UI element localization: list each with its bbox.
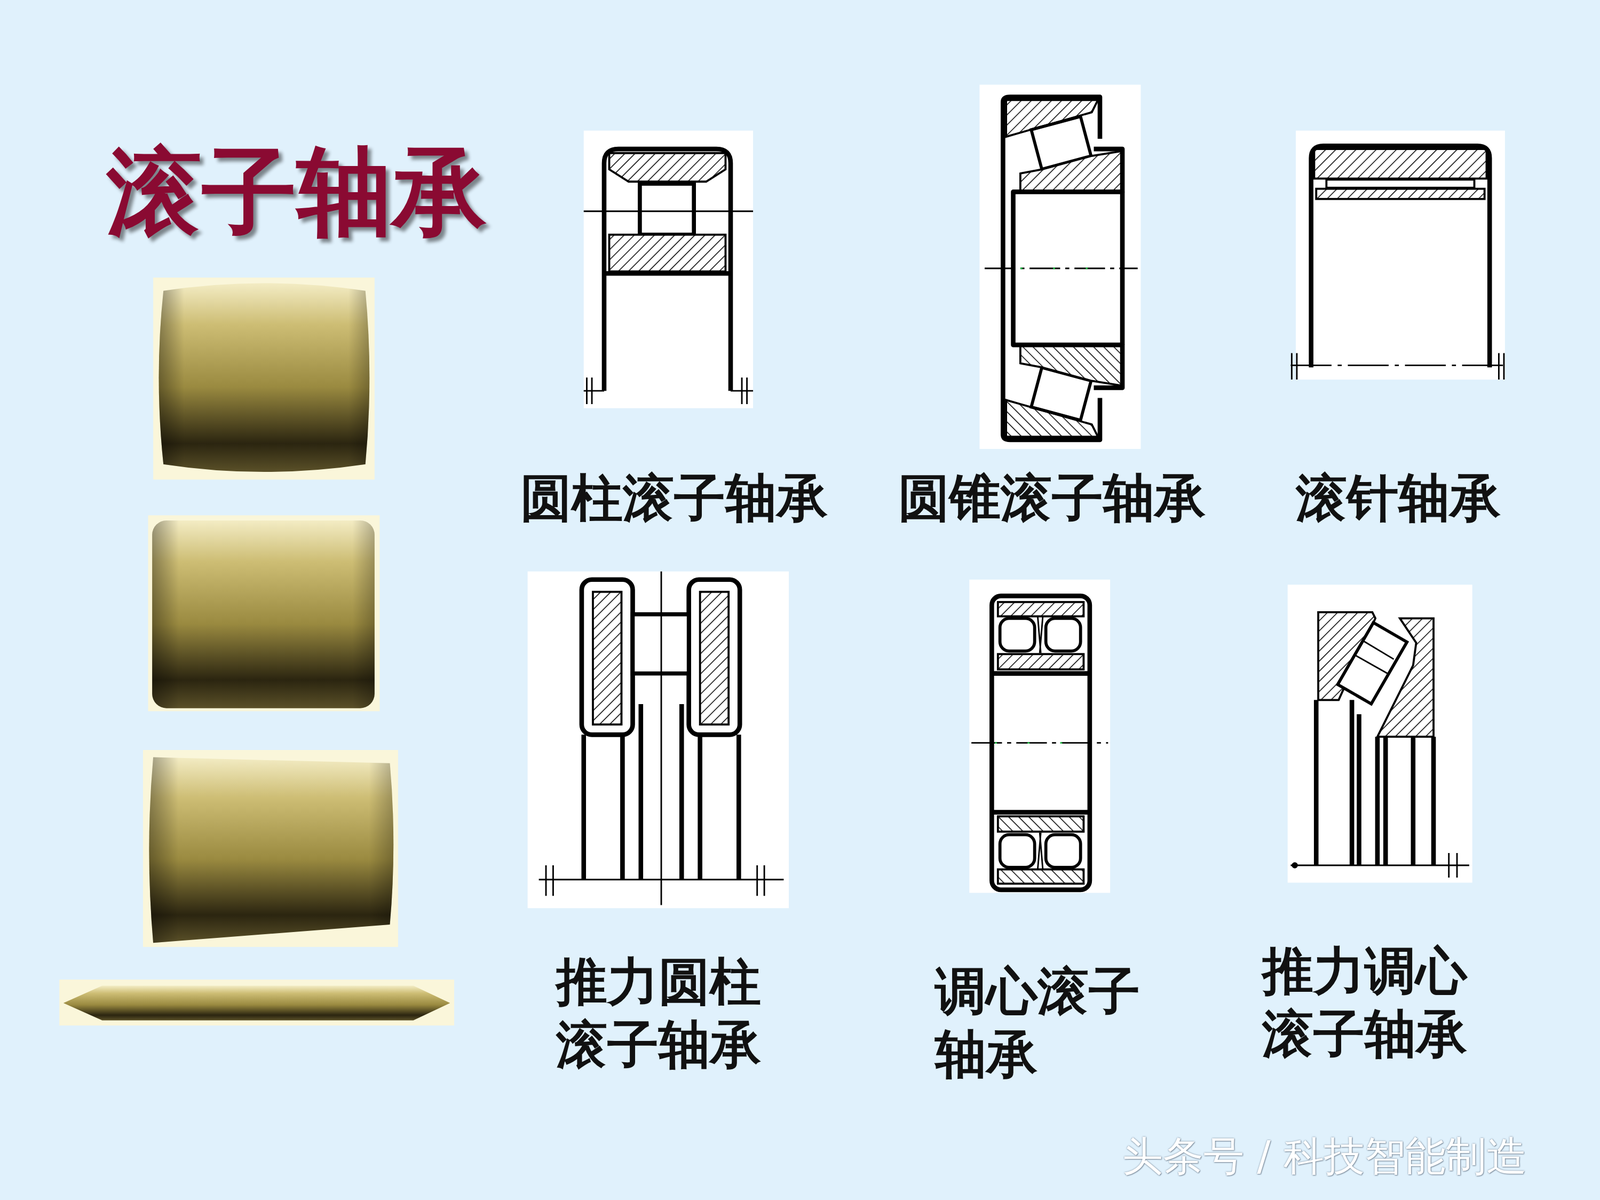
spherical-roller-drawing	[994, 741, 1087, 744]
spherical-roller-drawing	[997, 653, 1084, 670]
bearing-caption: 圆锥滚子轴承	[898, 468, 1206, 528]
tapered-bearing-drawing	[979, 84, 1141, 449]
thrust-cylindrical-drawing	[539, 865, 784, 896]
tapered-bearing-drawing	[1020, 267, 1118, 269]
bearing-caption: 推力调心 滚子轴承	[1262, 939, 1489, 1066]
cylindrical-bearing-drawing	[639, 183, 694, 235]
cylindrical-bearing-drawing	[583, 130, 754, 409]
thrust-cylindrical-drawing	[527, 571, 789, 908]
cylindrical-roller	[152, 520, 375, 709]
thrust-cylindrical-drawing	[527, 571, 789, 908]
barrel-roller	[153, 277, 375, 480]
thrust-cylindrical-drawing	[700, 591, 730, 725]
bearing-caption: 圆柱滚子轴承	[520, 468, 828, 528]
thrust-spherical-drawing	[1316, 699, 1434, 866]
tapered-bearing-drawing	[1002, 97, 1100, 269]
thrust-cylindrical-drawing	[592, 591, 622, 725]
needle-bearing-drawing	[1311, 145, 1491, 368]
cylindrical-roller	[148, 515, 380, 711]
needle-bearing-drawing	[1326, 179, 1475, 188]
thrust-cylindrical-drawing	[581, 579, 633, 735]
needle-bearing-drawing	[1316, 188, 1485, 200]
tapered-bearing-drawing	[1002, 268, 1123, 440]
spherical-roller-drawing	[969, 579, 1111, 893]
cylindrical-roller	[148, 515, 380, 711]
tapered-bearing-drawing	[984, 267, 1138, 269]
needle-roller	[59, 979, 455, 1026]
watermark: 头条号 / 科技智能制造	[1122, 1132, 1527, 1179]
thrust-spherical-drawing	[1290, 852, 1470, 878]
barrel-roller	[159, 282, 370, 472]
spherical-roller-drawing	[991, 602, 1090, 674]
spherical-roller-drawing	[1037, 616, 1043, 654]
thrust-spherical-drawing	[1355, 640, 1394, 673]
tapered-bearing-drawing	[1002, 97, 1123, 269]
cylindrical-bearing-drawing	[609, 234, 726, 272]
tapered-bearing-drawing	[1120, 191, 1126, 268]
thrust-spherical-drawing	[1287, 584, 1473, 883]
cylindrical-bearing-drawing	[604, 271, 731, 276]
needle-bearing-drawing	[1295, 130, 1506, 380]
barrel-roller	[153, 277, 375, 480]
cylindrical-bearing-drawing	[604, 148, 731, 391]
spherical-roller-drawing	[969, 579, 1111, 893]
needle-bearing-drawing	[1313, 148, 1487, 179]
needle-roller	[63, 985, 450, 1021]
cylindrical-bearing-drawing	[583, 130, 754, 409]
needle-bearing-drawing	[1290, 130, 1508, 380]
spherical-roller-drawing	[991, 670, 1090, 676]
thrust-spherical-drawing	[1337, 622, 1407, 704]
slide-title: 滚子轴承	[106, 137, 487, 248]
thrust-cylindrical-drawing	[660, 571, 663, 905]
thrust-spherical-drawing	[1377, 618, 1434, 737]
cylindrical-bearing-drawing	[583, 377, 754, 405]
tapered-bearing-drawing	[979, 84, 1141, 449]
needle-roller	[59, 979, 455, 1026]
needle-bearing-drawing	[1291, 352, 1504, 380]
spherical-roller-drawing	[997, 602, 1084, 617]
tapered-roller	[148, 756, 394, 943]
tapered-bearing-drawing	[1020, 151, 1123, 192]
spherical-roller-drawing	[991, 812, 1090, 884]
bearing-caption: 滚针轴承	[1295, 468, 1501, 528]
tapered-roller	[143, 749, 399, 947]
bearing-caption: 调心滚子 轴承	[935, 959, 1162, 1086]
thrust-cylindrical-drawing	[688, 579, 741, 735]
spherical-roller-drawing	[1000, 618, 1035, 651]
cylindrical-bearing-drawing	[609, 153, 726, 182]
tapered-roller	[143, 749, 399, 947]
spherical-roller-drawing	[971, 741, 1108, 744]
cylindrical-roller	[152, 520, 375, 709]
bearing-caption: 推力圆柱 滚子轴承	[556, 949, 783, 1076]
needle-bearing-drawing	[1290, 364, 1508, 367]
tapered-bearing-drawing	[1013, 148, 1123, 269]
cylindrical-bearing-drawing	[583, 210, 754, 212]
thrust-spherical-drawing	[1291, 861, 1298, 868]
barrel-roller	[159, 282, 370, 472]
tapered-roller	[148, 756, 394, 943]
spherical-roller-drawing	[1046, 618, 1081, 651]
thrust-spherical-drawing	[1287, 584, 1473, 883]
